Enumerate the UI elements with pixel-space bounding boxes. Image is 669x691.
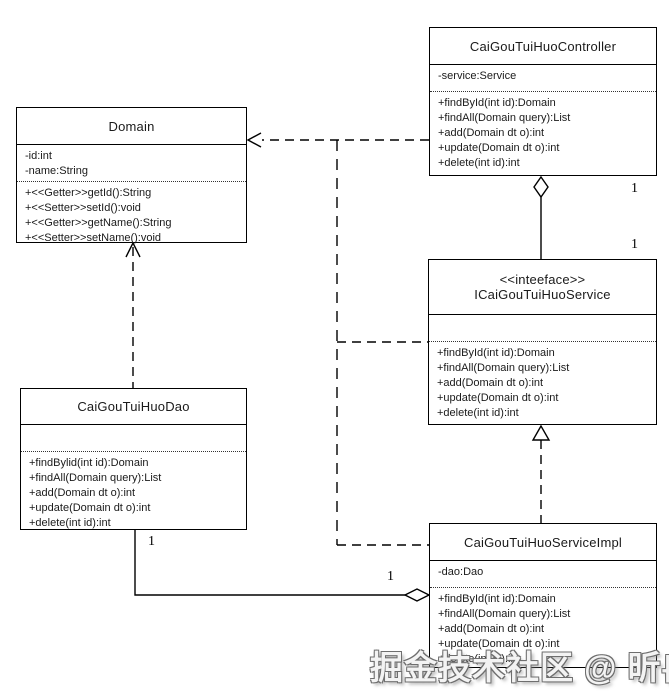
class-title: CaiGouTuiHuoDao: [21, 389, 246, 425]
method: +add(Domain dt o):int: [437, 377, 544, 389]
method: +findById(int id):Domain: [438, 593, 556, 605]
multiplicity-controller-service-top: 1: [631, 181, 638, 196]
class-icaigoutuihuo-service: <<inteeface>> ICaiGouTuiHuoService +find…: [428, 259, 657, 425]
class-title-text: CaiGouTuiHuoController: [469, 38, 617, 54]
method: +findById(int id):Domain: [438, 97, 556, 109]
attributes-section-empty: [21, 425, 246, 452]
method: +<<Getter>>getName():String: [25, 217, 172, 229]
aggregation-controller-to-service: [533, 175, 549, 259]
method: +findAll(Domain query):List: [438, 112, 571, 124]
method: +findAll(Domain query):List: [29, 472, 162, 484]
multiplicity-dao-end: 1: [148, 534, 155, 549]
method: +add(Domain dt o):int: [438, 127, 545, 139]
watermark-text: 掘金技术社区 @ 昕冉: [370, 649, 669, 686]
attributes-section: -id:int -name:String: [17, 145, 246, 182]
methods-section: +findById(int id):Domain +findAll(Domain…: [429, 342, 656, 421]
method: +update(Domain dt o):int: [438, 638, 560, 650]
methods-section: +findBylid(int id):Domain +findAll(Domai…: [21, 452, 246, 531]
methods-section: +findById(int id):Domain +findAll(Domain…: [430, 588, 656, 667]
dependency-junction-trunk: [336, 140, 429, 546]
methods-section: +findById(int id):Domain +findAll(Domain…: [430, 92, 656, 171]
class-title-text: Domain: [108, 118, 155, 134]
class-title: CaiGouTuiHuoServiceImpl: [430, 524, 656, 561]
attributes-section-empty: [429, 315, 656, 342]
method: +delete(int id):int: [437, 407, 519, 419]
method: +update(Domain dt o):int: [29, 502, 151, 514]
class-caigoutuihuo-controller: CaiGouTuiHuoController -service:Service …: [429, 27, 657, 176]
class-title: Domain: [17, 108, 246, 145]
class-title-text: CaiGouTuiHuoDao: [77, 399, 190, 414]
attribute: -service:Service: [438, 70, 517, 82]
method: +update(Domain dt o):int: [438, 142, 560, 154]
class-title-text: ICaiGouTuiHuoService: [474, 287, 611, 302]
multiplicity-controller-service-bottom: 1: [631, 237, 638, 252]
attribute: -name:String: [25, 165, 88, 177]
method: +findById(int id):Domain: [437, 347, 555, 359]
method: +add(Domain dt o):int: [438, 623, 545, 635]
method: +findAll(Domain query):List: [437, 362, 570, 374]
class-title-text: CaiGouTuiHuoServiceImpl: [463, 534, 622, 550]
method: +delete(int id):int: [29, 517, 111, 529]
class-caigoutuihuo-service-impl: CaiGouTuiHuoServiceImpl -dao:Dao +findBy…: [429, 523, 657, 668]
class-title: <<inteeface>> ICaiGouTuiHuoService: [429, 260, 656, 315]
method: +add(Domain dt o):int: [29, 487, 136, 499]
dependency-controller-to-domain: [246, 132, 429, 148]
method: +findBylid(int id):Domain: [29, 457, 149, 469]
attributes-section: -service:Service: [430, 65, 656, 92]
class-caigoutuihuo-dao: CaiGouTuiHuoDao +findBylid(int id):Domai…: [20, 388, 247, 530]
method: +<<Getter>>getId():String: [25, 187, 152, 199]
method: +<<Setter>>setId():void: [25, 202, 141, 214]
realization-impl-to-service: [531, 424, 551, 523]
method: +update(Domain dt o):int: [437, 392, 559, 404]
method: +delete(int id):int: [438, 157, 520, 169]
aggregation-dao-to-impl: [134, 530, 431, 602]
stereotype-label: <<inteeface>>: [499, 272, 586, 287]
dependency-dao-to-domain: [125, 241, 141, 388]
method: +<<Setter>>setName():void: [25, 232, 162, 244]
method: +findAll(Domain query):List: [438, 608, 571, 620]
multiplicity-impl-end: 1: [387, 569, 394, 584]
class-domain: Domain -id:int -name:String +<<Getter>>g…: [16, 107, 247, 246]
methods-section: +<<Getter>>getId():String +<<Setter>>set…: [17, 182, 246, 246]
attributes-section: -dao:Dao: [430, 561, 656, 588]
class-title: CaiGouTuiHuoController: [430, 28, 656, 65]
attribute: -dao:Dao: [438, 566, 484, 578]
method: +delete(int id):int: [438, 653, 520, 665]
attribute: -id:int: [25, 150, 52, 162]
